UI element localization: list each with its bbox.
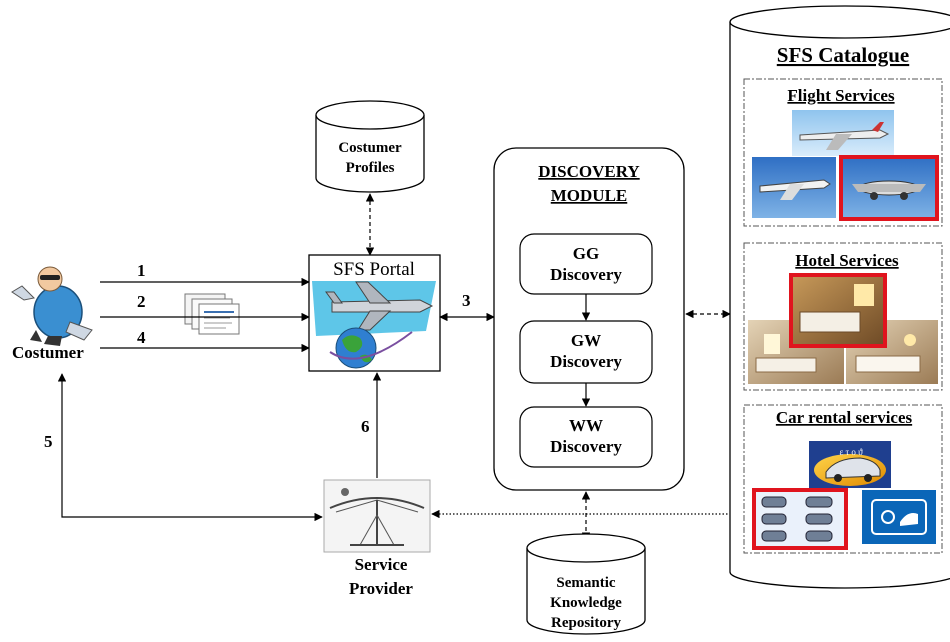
service-provider-label-line1: Service [355,555,408,574]
flow-1-label: 1 [137,261,146,280]
flight-photo-2 [752,157,836,218]
car-rental-logo: ε τ ο ϑ [809,441,891,488]
profiles-label-line2: Profiles [346,160,395,176]
repository-label-line1: Semantic [556,575,616,591]
car-badge-text: ε τ ο ϑ [839,447,863,457]
flow-5-arrow [57,373,323,522]
flight-photo-3-selected [839,155,939,221]
sfs-portal-label: SFS Portal [333,259,415,280]
documents-icon [184,293,240,335]
car-key-icon [862,490,936,544]
service-provider-antenna-icon [323,479,431,553]
service-provider-label-line2: Provider [349,579,413,598]
flow-5-label: 5 [44,432,53,451]
gg-discovery-line1: GG [573,244,599,263]
profiles-label-line1: Costumer [338,140,402,156]
flight-photo-1 [792,110,894,156]
semantic-knowledge-repository-database [526,533,646,635]
flow-4-label: 4 [137,328,146,347]
portal-plane-globe-icon [312,281,436,369]
car-fleet-selected [752,488,848,550]
gw-discovery-line1: GW [571,331,601,350]
ww-discovery-line2: Discovery [550,437,622,456]
flow-2-label: 2 [137,292,146,311]
flight-services-title: Flight Services [787,86,895,105]
gg-discovery-box [519,233,653,295]
flow-3-label: 3 [462,291,471,310]
gg-discovery-line2: Discovery [550,265,622,284]
hotel-photo-selected [789,273,887,348]
ww-discovery-box [519,406,653,468]
costumer-icon [11,266,93,346]
car-rental-services-title: Car rental services [776,408,913,427]
discovery-title-line2: MODULE [551,186,628,205]
hotel-services-title: Hotel Services [795,251,899,270]
catalogue-title: SFS Catalogue [777,43,909,67]
repository-label-line2: Knowledge [550,595,622,611]
discovery-title-line1: DISCOVERY [538,162,639,181]
flow-6-label: 6 [361,417,370,436]
repository-label-line3: Repository [551,615,621,631]
ww-discovery-line1: WW [569,416,603,435]
costumer-profiles-database [315,100,425,193]
costumer-label: Costumer [12,343,84,362]
gw-discovery-line2: Discovery [550,352,622,371]
